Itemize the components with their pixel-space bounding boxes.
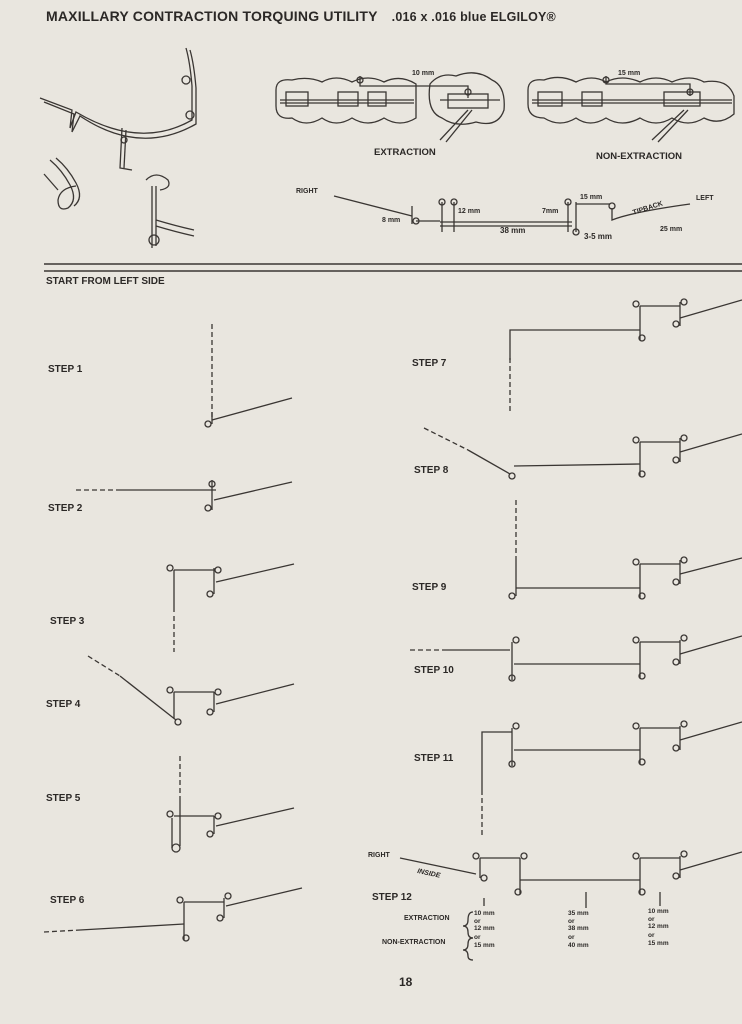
step-1-label: STEP 1 [48, 364, 83, 375]
step-6-wire [43, 887, 303, 942]
title-wire-spec: .016 x .016 blue ELGILOY® [391, 10, 556, 24]
dim-15mm: 15 mm [580, 194, 603, 201]
archwire-sketch [39, 47, 197, 171]
page-title: MAXILLARY CONTRACTION TORQUING UTILITY .0… [46, 8, 556, 24]
step-8-wire [423, 427, 742, 480]
step-8-label: STEP 8 [414, 465, 449, 476]
step-3-wire [166, 563, 295, 652]
step-9-wire [508, 500, 742, 600]
dim-8mm: 8 mm [382, 217, 401, 224]
non-extraction-teeth-drawing [527, 76, 735, 143]
step-12-non-extraction-label: NON-EXTRACTION [382, 939, 446, 946]
step-7-label: STEP 7 [412, 358, 447, 369]
step-9-label: STEP 9 [412, 582, 447, 593]
step-4-wire [87, 655, 295, 726]
dim-12mm: 12 mm [458, 208, 481, 215]
title-main: MAXILLARY CONTRACTION TORQUING UTILITY [46, 8, 378, 24]
diagram-left-label: LEFT [696, 195, 714, 202]
dim-7mm: 7mm [542, 208, 559, 215]
dim-25mm: 25 mm [660, 226, 683, 233]
dim-3-5mm: 3-5 mm [584, 232, 613, 241]
step-2-wire [76, 480, 293, 512]
step-12-extraction-label: EXTRACTION [404, 915, 450, 922]
step-12-right-label: RIGHT [368, 852, 390, 859]
step-12-wire [399, 850, 742, 961]
dim-38mm: 38 mm [500, 226, 526, 235]
bend-detail-left [43, 157, 81, 210]
page-number: 18 [399, 975, 413, 989]
step-3-label: STEP 3 [50, 616, 85, 627]
extraction-dimension: 10 mm [412, 70, 435, 77]
step-12-col2-non-extraction: or 40 mm [568, 934, 589, 949]
step-7-wire [509, 298, 742, 414]
non-extraction-label: NON-EXTRACTION [596, 151, 683, 162]
step-12-label: STEP 12 [372, 892, 412, 903]
diagram-right-label: RIGHT [296, 188, 318, 195]
step-12-col1-non-extraction: or 15 mm [474, 934, 495, 949]
step-1-wire [204, 324, 293, 428]
step-10-label: STEP 10 [414, 665, 454, 676]
dimensioned-wire-diagram [333, 195, 691, 236]
extraction-label: EXTRACTION [374, 147, 436, 158]
step-12-col1-extraction: 10 mm or 12 mm [474, 910, 495, 932]
non-extraction-dimension: 15 mm [618, 70, 641, 77]
step-11-wire [481, 720, 742, 836]
step-6-label: STEP 6 [50, 895, 85, 906]
step-5-label: STEP 5 [46, 793, 81, 804]
step-5-wire [166, 756, 295, 853]
step-12-col3-non-extraction: or 15 mm [648, 932, 669, 947]
step-10-wire [410, 634, 742, 682]
step-12-col3-extraction: 10 mm or 12 mm [648, 908, 669, 930]
step-2-label: STEP 2 [48, 503, 83, 514]
start-instruction: START FROM LEFT SIDE [46, 276, 165, 287]
step-11-label: STEP 11 [414, 753, 454, 764]
bend-detail-hook [145, 174, 195, 248]
step-12-col2-extraction: 35 mm or 38 mm [568, 910, 589, 932]
extraction-teeth-drawing [275, 72, 505, 143]
step-4-label: STEP 4 [46, 699, 81, 710]
